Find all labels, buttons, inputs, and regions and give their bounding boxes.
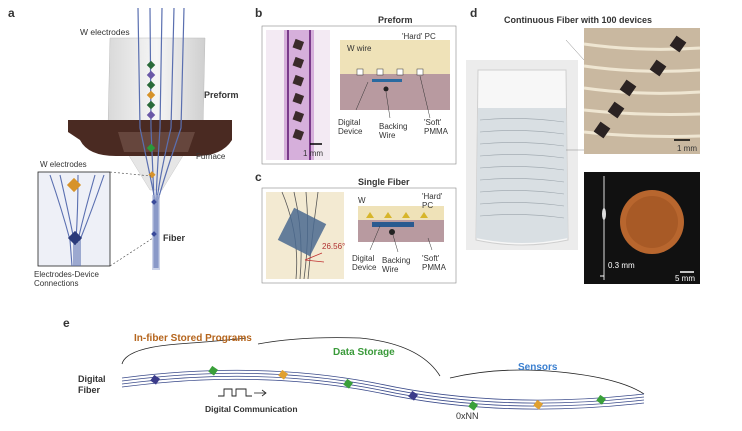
d-scale-top-label: 1 mm	[677, 144, 697, 153]
b-hard-pc-label: 'Hard' PC	[402, 32, 436, 41]
panel-b-label: b	[255, 6, 263, 20]
c-hard-pc-label: 'Hard' PC	[422, 192, 443, 210]
d-diameter-label: 0.3 mm	[608, 261, 635, 270]
panel-c-label: c	[255, 170, 262, 184]
inset-w-electrodes-label: W electrodes	[40, 160, 87, 169]
c-backing-wire-label: Backing Wire	[382, 256, 411, 274]
e-programs-label: In-fiber Stored Programs	[134, 333, 252, 344]
d-scale-bottom-label: 5 mm	[675, 274, 695, 283]
panel-a-label: a	[8, 6, 15, 20]
b-scale-label: 1 mm	[303, 149, 323, 158]
connections-label: Electrodes-Device Connections	[34, 270, 99, 288]
furnace-label: Furnace	[196, 152, 226, 161]
e-hex-label: 0xNN	[456, 411, 479, 421]
panel-d-label: d	[470, 6, 478, 20]
c-angle-label: 26.56°	[322, 242, 346, 251]
c-digital-device-label: Digital Device	[352, 254, 377, 272]
panel-d-title: Continuous Fiber with 100 devices	[504, 15, 653, 25]
b-w-wire-label: W wire	[347, 44, 372, 53]
b-backing-wire-label: Backing Wire	[379, 122, 408, 140]
e-digital-fiber-label: Digital Fiber	[78, 374, 106, 395]
e-storage-label: Data Storage	[333, 347, 395, 358]
panel-e-label: e	[63, 316, 70, 330]
c-soft-pmma-label: 'Soft' PMMA	[422, 254, 446, 272]
e-communication-label: Digital Communication	[205, 404, 298, 414]
preform-label: Preform	[204, 90, 239, 100]
b-digital-device-label: Digital Device	[338, 118, 363, 136]
panel-b-title: Preform	[378, 15, 413, 25]
fiber-label: Fiber	[163, 233, 186, 243]
panel-c-title: Single Fiber	[358, 177, 410, 187]
b-soft-pmma-label: 'Soft' PMMA	[424, 118, 448, 136]
e-sensors-label: Sensors	[518, 362, 558, 373]
c-w-label: W	[358, 196, 366, 205]
w-electrodes-label: W electrodes	[80, 27, 130, 37]
